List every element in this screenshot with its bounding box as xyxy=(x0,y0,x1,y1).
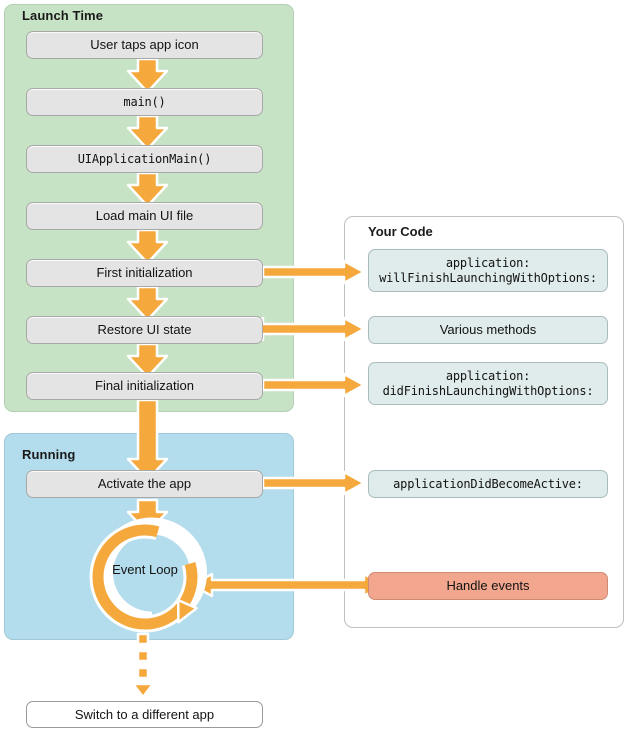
node-uiapplicationmain[interactable]: UIApplicationMain() xyxy=(26,145,263,173)
dash-segment-2 xyxy=(136,649,150,663)
node-first-initialization[interactable]: First initialization xyxy=(26,259,263,287)
code-node-handle-events[interactable]: Handle events xyxy=(368,572,608,600)
node-main[interactable]: main() xyxy=(26,88,263,116)
node-restore-ui-state[interactable]: Restore UI state xyxy=(26,316,263,344)
code-node-will-finish-launching[interactable]: application: willFinishLaunchingWithOpti… xyxy=(368,249,608,292)
event-loop-label: Event Loop xyxy=(112,562,178,577)
code-node-did-finish-launching[interactable]: application: didFinishLaunchingWithOptio… xyxy=(368,362,608,405)
node-activate-the-app[interactable]: Activate the app xyxy=(26,470,263,498)
arrow-exit-head xyxy=(131,682,155,699)
running-label: Running xyxy=(22,447,76,462)
running-panel xyxy=(4,433,294,640)
your-code-label: Your Code xyxy=(368,224,433,239)
code-node-various-methods[interactable]: Various methods xyxy=(368,316,608,344)
node-final-initialization[interactable]: Final initialization xyxy=(26,372,263,400)
dash-segment-3 xyxy=(136,666,150,680)
node-switch-to-different-app[interactable]: Switch to a different app xyxy=(26,701,263,728)
node-load-main-ui-file[interactable]: Load main UI file xyxy=(26,202,263,230)
code-node-did-become-active[interactable]: applicationDidBecomeActive: xyxy=(368,470,608,498)
launch-time-label: Launch Time xyxy=(22,8,104,23)
node-user-taps-app-icon[interactable]: User taps app icon xyxy=(26,31,263,59)
